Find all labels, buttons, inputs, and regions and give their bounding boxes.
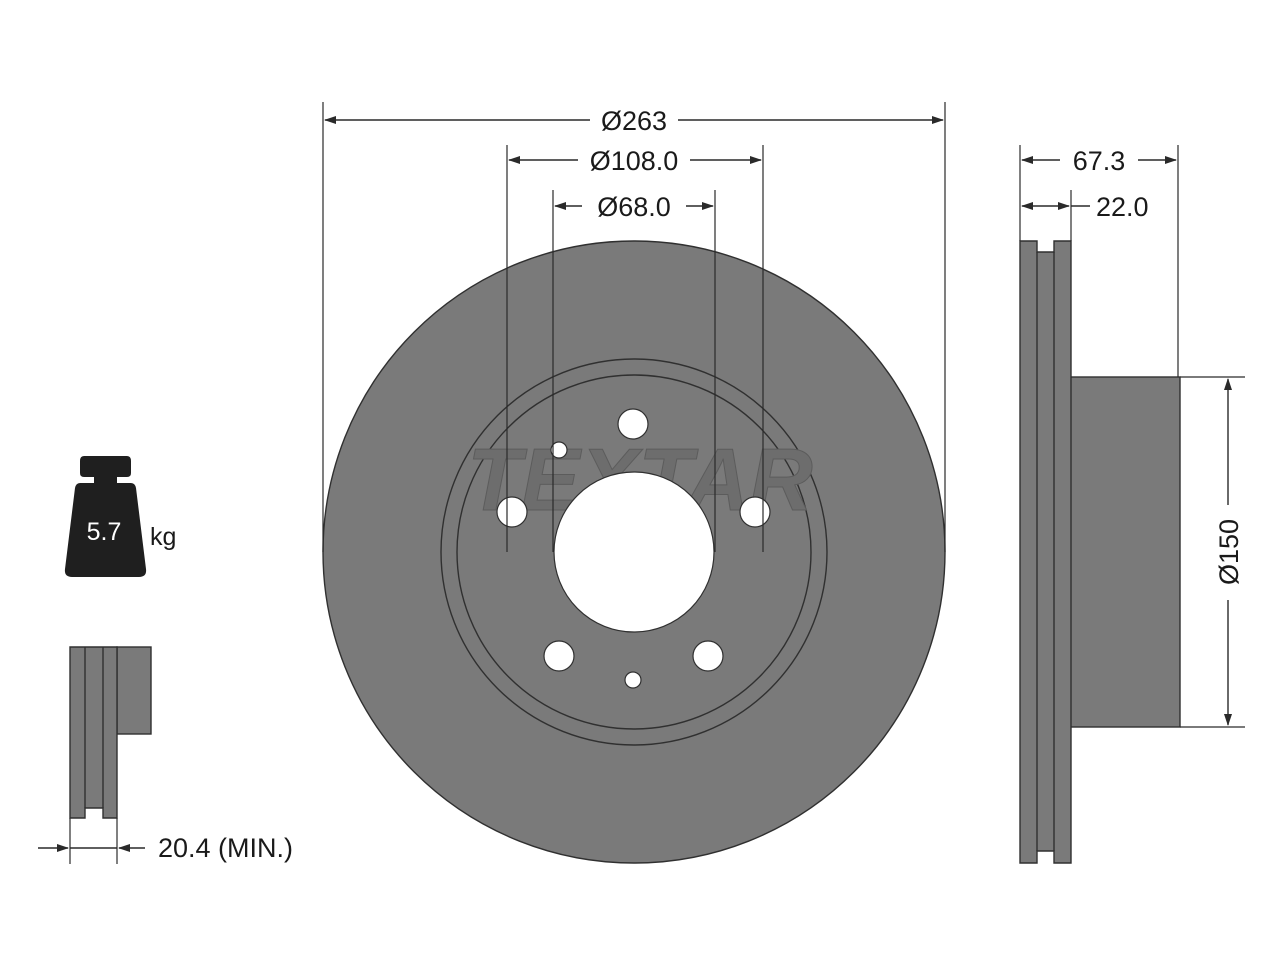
- min-thickness-label: 20.4 (MIN.): [158, 833, 293, 863]
- center-bore-label: Ø68.0: [597, 192, 671, 222]
- min-thickness-section: [69, 646, 152, 819]
- bolt-hole-2: [496, 496, 528, 528]
- dim-center-bore: Ø68.0: [552, 190, 716, 552]
- weight-icon: 5.7: [64, 456, 147, 577]
- weight-value: 5.7: [87, 518, 122, 546]
- bolt-hole-3: [739, 496, 771, 528]
- dim-disc-thickness: 22.0: [1021, 190, 1149, 241]
- dim-bolt-circle: Ø108.0: [506, 145, 764, 552]
- bolt-hole-5: [692, 640, 724, 672]
- overall-height-label: 67.3: [1073, 146, 1126, 176]
- dim-min-thickness: 20.4 (MIN.): [38, 818, 293, 864]
- center-bore: [553, 471, 715, 633]
- dim-overall-height: 67.3: [1019, 145, 1179, 377]
- dim-hat-diameter: Ø150: [1180, 376, 1245, 728]
- bolt-circle-label: Ø108.0: [590, 146, 679, 176]
- dim-outer-diameter: Ø263: [322, 102, 946, 552]
- bolt-hole-1: [617, 408, 649, 440]
- disc-friction-inner-edge: [440, 358, 828, 746]
- weight-unit: kg: [150, 523, 176, 551]
- disc-hat-edge: [456, 374, 812, 730]
- hat-diameter-label: Ø150: [1214, 519, 1244, 585]
- locating-hole-2: [624, 671, 642, 689]
- locating-hole-1: [550, 441, 568, 459]
- outer-diameter-label: Ø263: [601, 106, 667, 136]
- disc-side-view: [1019, 240, 1181, 864]
- disc-thickness-label: 22.0: [1096, 192, 1149, 222]
- disc-side-profile: [1019, 240, 1072, 864]
- disc-front-view: TEXTAR: [322, 240, 946, 864]
- bolt-hole-4: [543, 640, 575, 672]
- hat-section: [1069, 376, 1181, 728]
